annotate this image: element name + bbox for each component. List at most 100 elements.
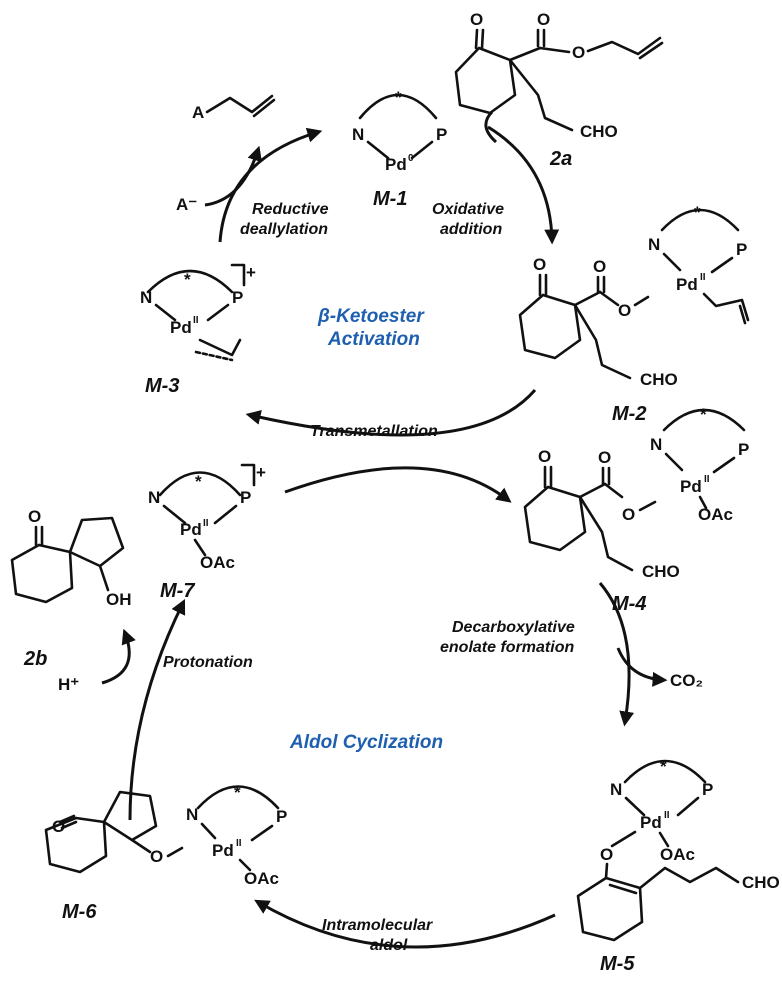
label-m6: M-6 bbox=[62, 901, 97, 923]
label-2a: 2a bbox=[549, 148, 572, 170]
arrow-intramolecular-aldol bbox=[254, 899, 556, 949]
svg-text:N: N bbox=[648, 235, 660, 254]
svg-text:Pd: Pd bbox=[680, 477, 702, 496]
svg-text:P: P bbox=[736, 240, 747, 259]
step-decarboxylation-1: Decarboxylative bbox=[452, 619, 575, 636]
complex-m2: O O O CHO * N P Pd II M-2 bbox=[518, 203, 750, 425]
svg-text:OAc: OAc bbox=[698, 505, 733, 524]
svg-text:A: A bbox=[192, 103, 204, 122]
svg-text:O: O bbox=[538, 447, 551, 466]
label-m3: M-3 bbox=[145, 375, 179, 397]
label-2b: 2b bbox=[23, 648, 47, 670]
svg-text:O: O bbox=[618, 301, 631, 320]
svg-text:*: * bbox=[700, 405, 707, 424]
svg-text:P: P bbox=[276, 807, 287, 826]
svg-text:*: * bbox=[395, 88, 402, 107]
arrow-protonation bbox=[128, 598, 186, 821]
step-oxidative-addition-1: Oxidative bbox=[432, 201, 504, 218]
svg-text:O: O bbox=[533, 255, 546, 274]
svg-text:P: P bbox=[232, 288, 243, 307]
svg-text:O: O bbox=[572, 43, 585, 62]
complex-m6: O O * N P Pd II OAc M-6 bbox=[44, 783, 287, 923]
svg-text:CHO: CHO bbox=[580, 122, 618, 141]
svg-text:O: O bbox=[28, 507, 41, 526]
svg-text:+: + bbox=[246, 263, 256, 282]
arrow-oxidative-addition bbox=[487, 125, 560, 245]
cycle-upper-line2: Activation bbox=[327, 329, 420, 350]
svg-text:*: * bbox=[184, 270, 191, 289]
svg-text:N: N bbox=[610, 780, 622, 799]
svg-text:*: * bbox=[195, 472, 202, 491]
step-intramolecular-aldol-2: aldol bbox=[370, 937, 408, 954]
svg-text:N: N bbox=[186, 805, 198, 824]
svg-text:OAc: OAc bbox=[244, 869, 279, 888]
compound-2a: O O O CHO 2a bbox=[454, 10, 664, 170]
svg-text:Pd: Pd bbox=[676, 275, 698, 294]
complex-m5: * N P Pd II OAc O CHO M-5 bbox=[576, 757, 780, 975]
svg-text:O: O bbox=[470, 10, 483, 29]
step-reductive-deallylation-1: Reductive bbox=[252, 201, 329, 218]
svg-text:II: II bbox=[236, 838, 242, 849]
step-decarboxylation-2: enolate formation bbox=[440, 639, 574, 656]
complex-m4: O O O CHO * N P Pd II OAc M-4 CO₂ bbox=[523, 405, 749, 690]
svg-text:A⁻: A⁻ bbox=[176, 195, 197, 214]
arrow-transmetallation-upper bbox=[245, 389, 537, 437]
complex-m7: * N P Pd II OAc + M-7 bbox=[148, 463, 266, 602]
step-reductive-deallylation-2: deallylation bbox=[240, 221, 328, 238]
arrow-transmetallation-lower bbox=[284, 466, 512, 503]
svg-text:II: II bbox=[193, 315, 199, 326]
cycle-upper-line1: β-Ketoester bbox=[317, 306, 425, 327]
compound-2b: O OH 2b H⁺ bbox=[10, 507, 132, 694]
svg-text:O: O bbox=[598, 448, 611, 467]
svg-text:O: O bbox=[600, 845, 613, 864]
svg-text:N: N bbox=[140, 288, 152, 307]
arrow-decarboxylation bbox=[598, 582, 635, 727]
svg-text:CO₂: CO₂ bbox=[670, 671, 703, 690]
svg-text:*: * bbox=[694, 203, 701, 222]
svg-text:OH: OH bbox=[106, 590, 132, 609]
svg-text:OAc: OAc bbox=[200, 553, 235, 572]
step-intramolecular-aldol-1: Intramolecular bbox=[322, 917, 433, 934]
svg-text:O: O bbox=[593, 257, 606, 276]
svg-text:O: O bbox=[537, 10, 550, 29]
svg-text:Pd: Pd bbox=[385, 155, 407, 174]
svg-text:P: P bbox=[436, 125, 447, 144]
svg-text:H⁺: H⁺ bbox=[58, 675, 79, 694]
label-m2: M-2 bbox=[612, 403, 646, 425]
svg-text:+: + bbox=[256, 463, 266, 482]
svg-text:Pd: Pd bbox=[170, 318, 192, 337]
svg-text:II: II bbox=[203, 518, 209, 529]
arrow-allyl-release bbox=[204, 145, 262, 207]
svg-text:CHO: CHO bbox=[642, 562, 680, 581]
complex-m3: * N P Pd II + M-3 bbox=[140, 263, 256, 397]
svg-text:CHO: CHO bbox=[742, 873, 780, 892]
svg-text:*: * bbox=[234, 783, 241, 802]
svg-text:Pd: Pd bbox=[212, 841, 234, 860]
svg-text:N: N bbox=[352, 125, 364, 144]
svg-text:OAc: OAc bbox=[660, 845, 695, 864]
allyl-product: A A⁻ bbox=[176, 94, 276, 214]
complex-m1: * N P Pd 0 M-1 bbox=[352, 88, 447, 210]
svg-text:CHO: CHO bbox=[640, 370, 678, 389]
svg-text:O: O bbox=[622, 505, 635, 524]
svg-text:0: 0 bbox=[408, 153, 414, 164]
step-labels: Oxidative addition Reductive deallylatio… bbox=[163, 201, 575, 954]
label-m5: M-5 bbox=[600, 953, 635, 975]
svg-text:P: P bbox=[240, 488, 251, 507]
cycle-lower: Aldol Cyclization bbox=[289, 732, 443, 753]
step-oxidative-addition-2: addition bbox=[440, 221, 502, 238]
svg-text:II: II bbox=[664, 810, 670, 821]
svg-text:Pd: Pd bbox=[180, 520, 202, 539]
svg-text:O: O bbox=[150, 847, 163, 866]
svg-text:II: II bbox=[704, 474, 710, 485]
arrow-2a-entry bbox=[484, 110, 498, 144]
step-transmetallation: Transmetallation bbox=[310, 423, 438, 440]
svg-text:*: * bbox=[660, 757, 667, 776]
step-protonation: Protonation bbox=[163, 654, 253, 671]
svg-text:II: II bbox=[700, 272, 706, 283]
arrow-co2-release bbox=[616, 647, 668, 687]
label-m4: M-4 bbox=[612, 593, 646, 615]
svg-text:N: N bbox=[650, 435, 662, 454]
svg-text:N: N bbox=[148, 488, 160, 507]
